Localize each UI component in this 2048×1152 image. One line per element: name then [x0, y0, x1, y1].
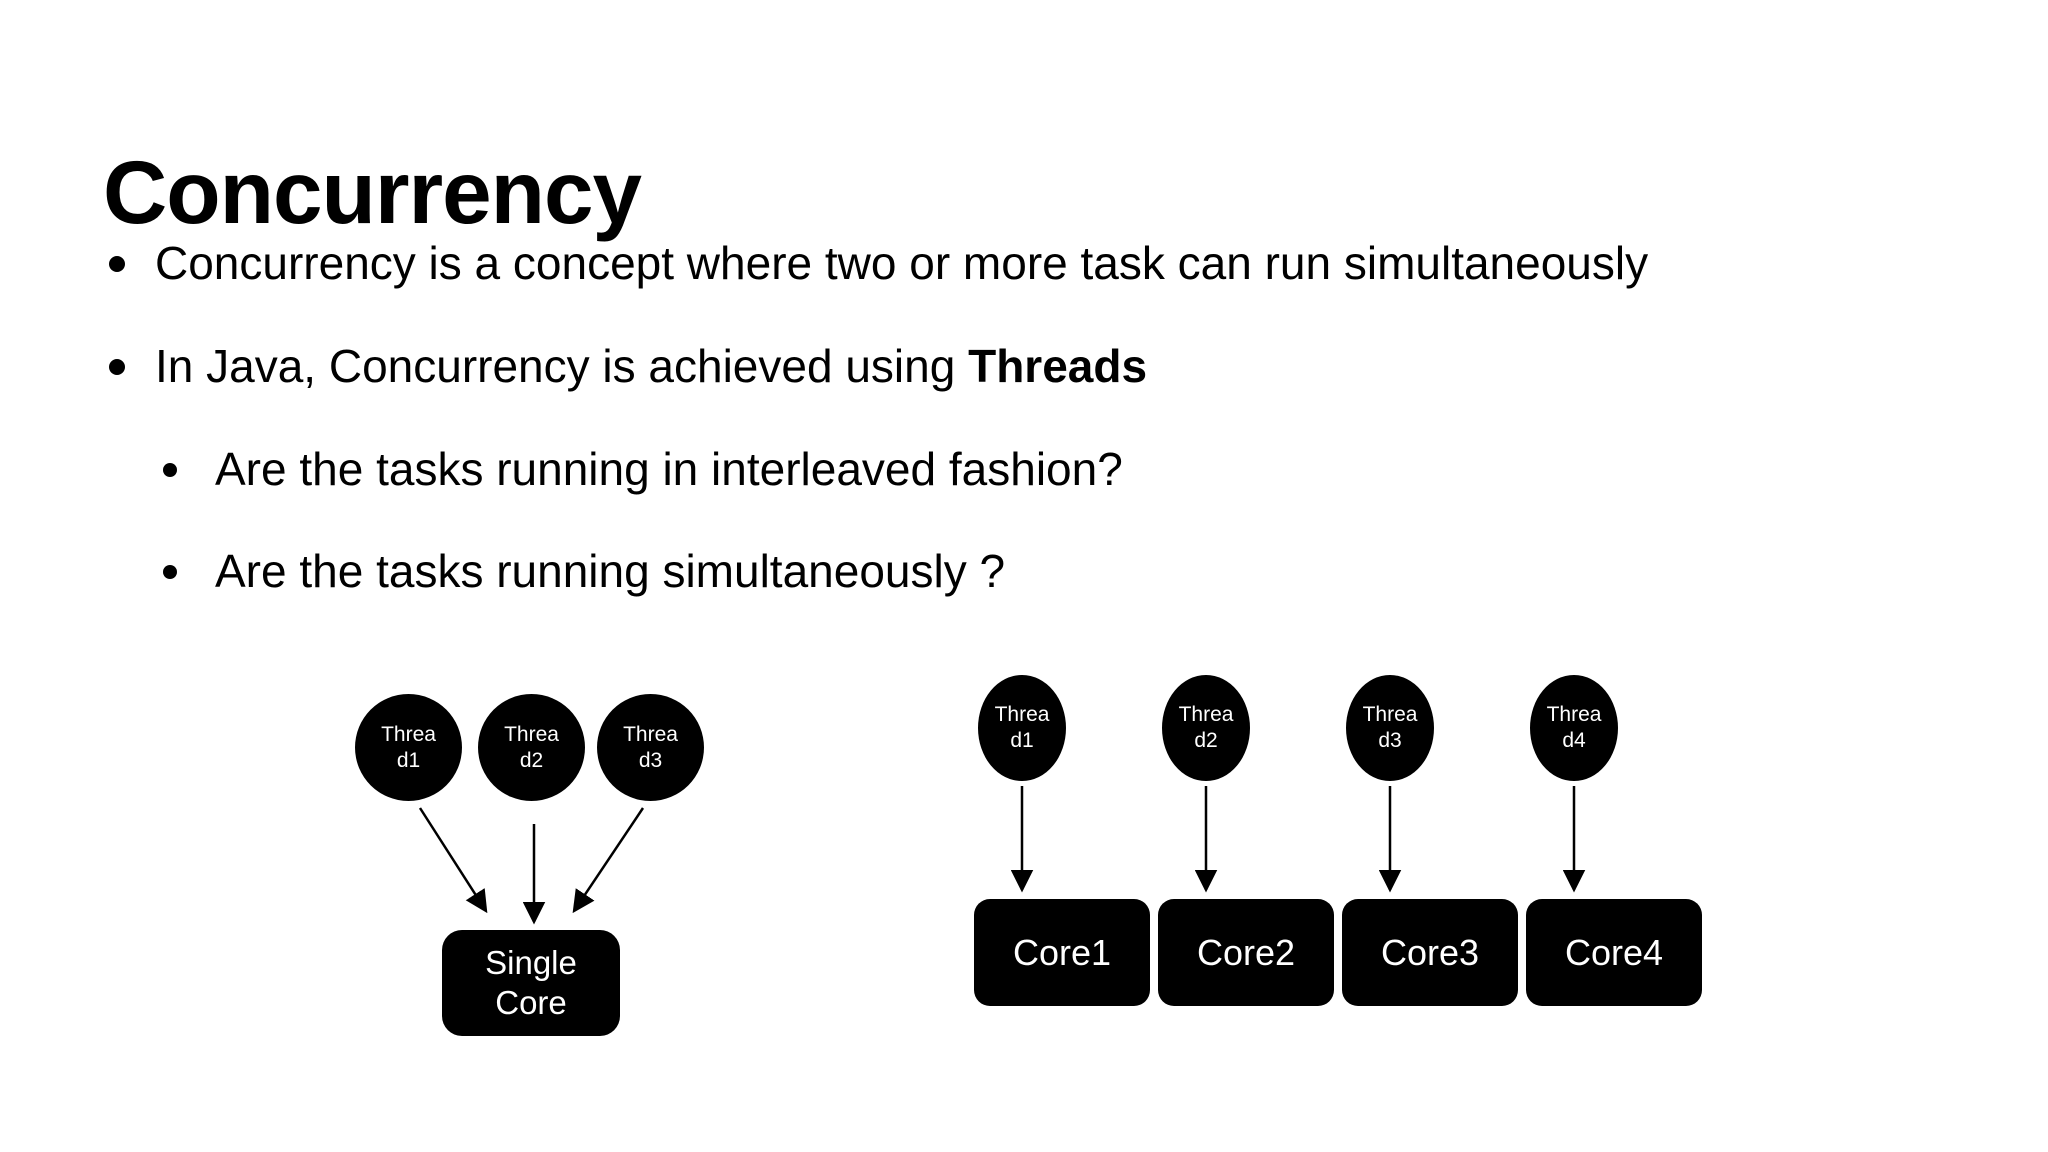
core3-box: Core3: [1342, 899, 1518, 1006]
bullet-item-4: Are the tasks running simultaneously ?: [0, 535, 2008, 609]
thread-label-line: Threa: [994, 703, 1050, 726]
bullet-text-bold: Threads: [968, 340, 1148, 393]
bullet-text: Concurrency is a concept where two or mo…: [155, 237, 1649, 290]
arrow-thread1-to-single-core: [418, 807, 488, 914]
page-title: Concurrency: [103, 141, 642, 242]
thread-label-line: d4: [1562, 729, 1586, 752]
thread-label-line: d2: [519, 748, 544, 772]
thread2-circle-single-core: Threa d2: [478, 694, 585, 801]
bullet-marker: [109, 256, 125, 272]
thread4-circle-multi-core: Threa d4: [1530, 675, 1618, 781]
bullet-text-prefix: In Java, Concurrency is achieved using: [155, 340, 969, 393]
core-label: Core3: [1380, 931, 1480, 973]
thread3-circle-multi-core: Threa d3: [1346, 675, 1434, 781]
thread1-circle-multi-core: Threa d1: [978, 675, 1066, 781]
bullet-item-3: Are the tasks running in interleaved fas…: [0, 433, 2008, 507]
thread-label-line: Threa: [504, 722, 559, 746]
thread3-circle-single-core: Threa d3: [597, 694, 704, 801]
thread2-circle-multi-core: Threa d2: [1162, 675, 1250, 781]
single-core-box: Single Core: [442, 930, 620, 1036]
single-core-label-line: Single: [485, 944, 577, 981]
bullet-item-1: Concurrency is a concept where two or mo…: [0, 227, 2008, 301]
thread-label-line: Threa: [1362, 703, 1418, 726]
core1-box: Core1: [974, 899, 1150, 1006]
thread-label-line: Threa: [381, 722, 436, 746]
bullet-marker: [109, 359, 125, 375]
bullet-text: Are the tasks running in interleaved fas…: [215, 443, 1123, 496]
thread-label-line: d1: [1010, 729, 1034, 752]
thread-label-line: Threa: [623, 722, 678, 746]
thread-label-line: d3: [638, 748, 663, 772]
thread1-circle-single-core: Threa d1: [355, 694, 462, 801]
bullet-item-2: In Java, Concurrency is achieved using T…: [0, 330, 2008, 404]
bullet-text: Are the tasks running simultaneously ?: [215, 545, 1006, 598]
core4-box: Core4: [1526, 899, 1702, 1006]
thread-label-line: d2: [1194, 729, 1218, 752]
bullet-text: In Java, Concurrency is achieved using T…: [0, 339, 1147, 394]
bullet-marker: [163, 565, 177, 579]
thread-label-line: d1: [396, 748, 421, 772]
bullet-marker: [163, 463, 177, 477]
core2-box: Core2: [1158, 899, 1334, 1006]
arrow-thread3-to-single-core: [572, 807, 645, 914]
core-label: Core4: [1564, 931, 1664, 973]
single-core-label-line: Core: [495, 984, 567, 1021]
core-label: Core2: [1196, 931, 1296, 973]
thread-label-line: d3: [1378, 729, 1402, 752]
thread-label-line: Threa: [1546, 703, 1602, 726]
thread-label-line: Threa: [1178, 703, 1234, 726]
core-label: Core1: [1012, 931, 1112, 973]
